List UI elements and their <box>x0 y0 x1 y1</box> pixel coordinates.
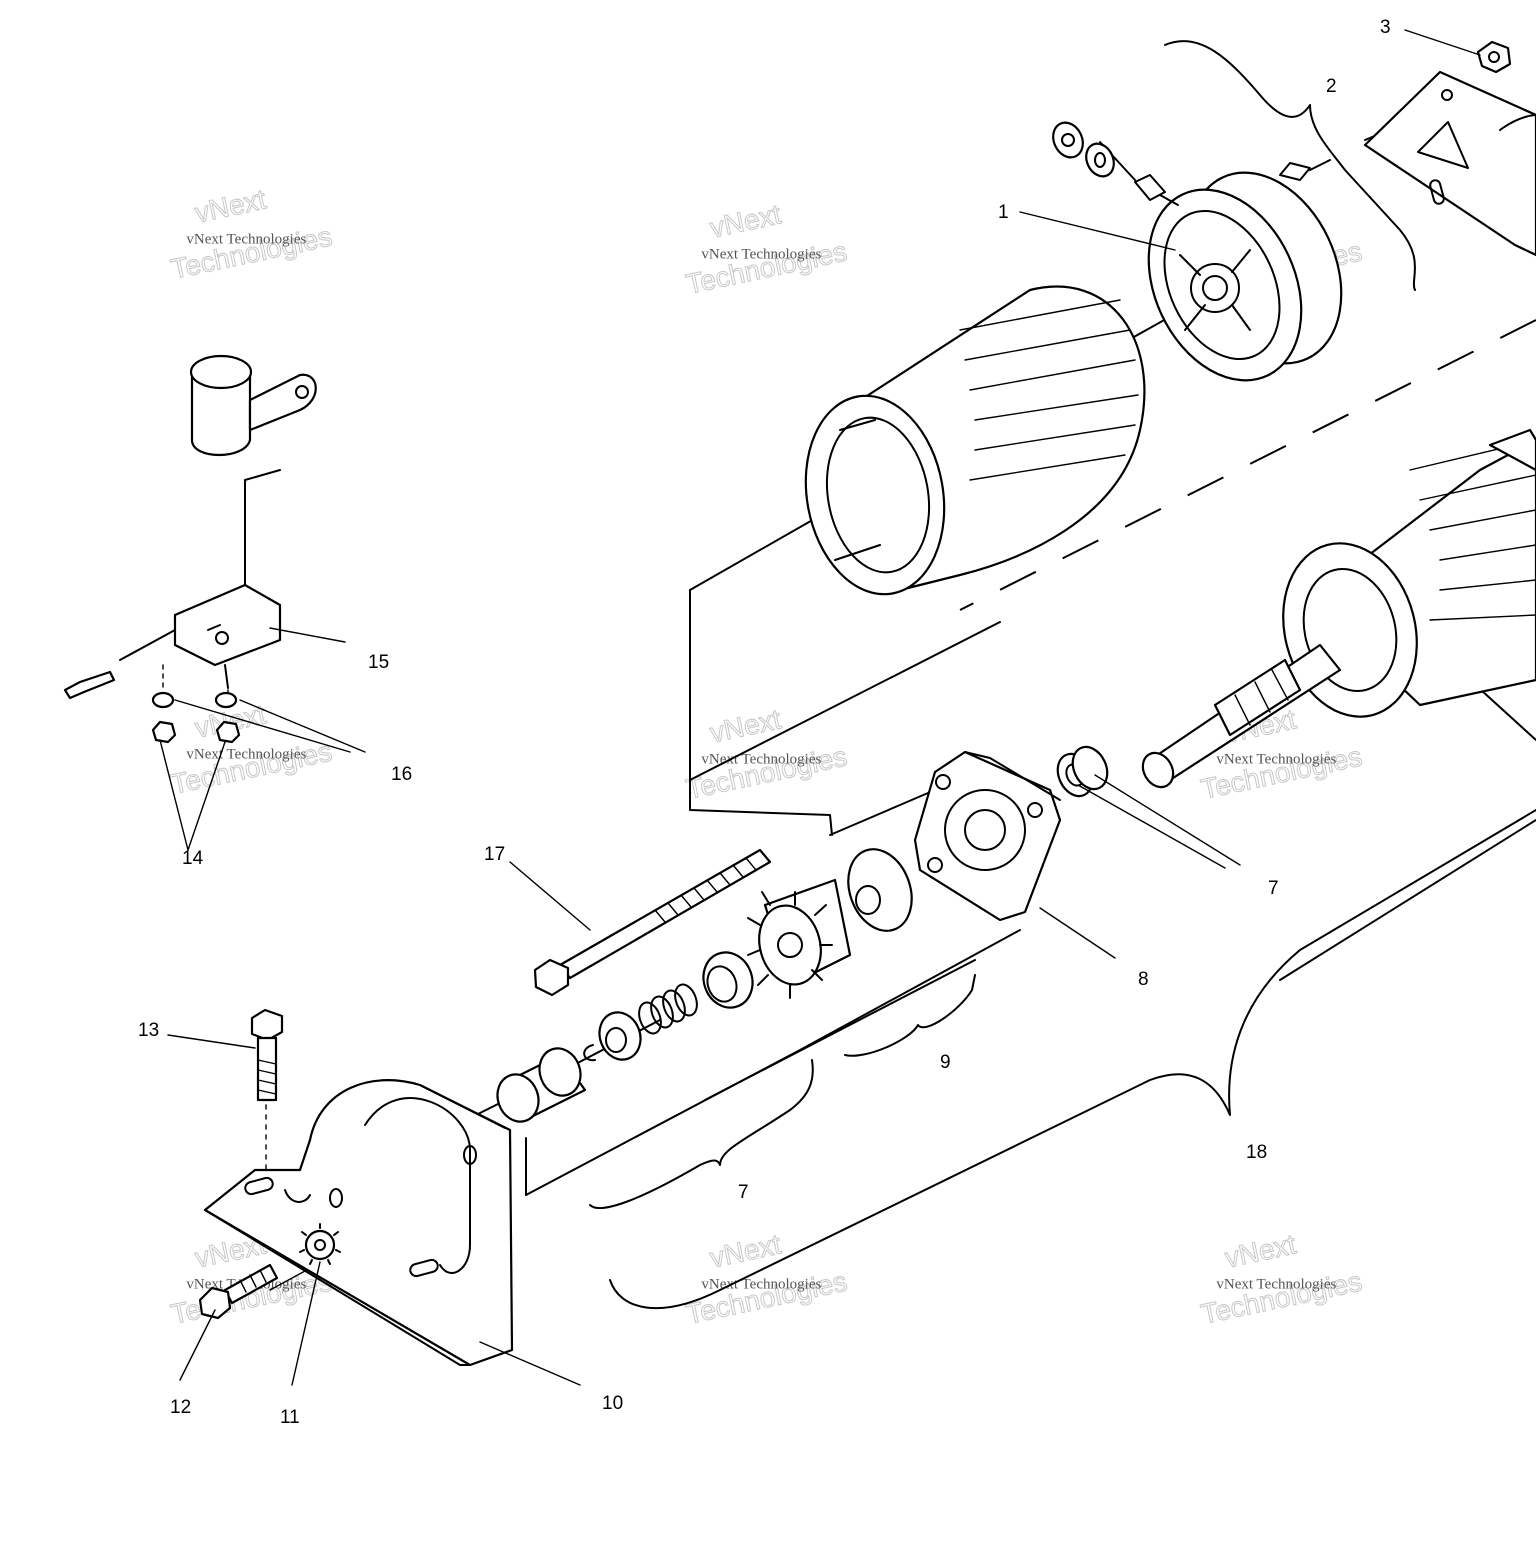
bracket-bolt-lower <box>198 1263 279 1320</box>
callout-14: 14 <box>182 848 204 869</box>
grouping-braces <box>589 40 1536 1310</box>
svg-text:vNext: vNext <box>192 183 269 228</box>
svg-text:vNext Technologies: vNext Technologies <box>1216 752 1336 768</box>
svg-text:vNext Technologies: vNext Technologies <box>186 747 306 763</box>
leader-lines <box>159 29 1481 1386</box>
callout-7-left: 7 <box>738 1182 749 1203</box>
pinion-gear-assembly <box>638 848 913 1035</box>
svg-text:vNext Technologies: vNext Technologies <box>701 752 821 768</box>
callout-16: 16 <box>391 764 412 785</box>
callout-13: 13 <box>138 1020 159 1041</box>
callout-11: 11 <box>280 1407 300 1428</box>
callout-8: 8 <box>1138 969 1149 990</box>
mounting-bracket <box>203 1079 514 1367</box>
callout-3: 3 <box>1380 17 1391 38</box>
svg-text:Technologies: Technologies <box>1198 741 1364 805</box>
svg-text:Technologies: Technologies <box>683 741 849 805</box>
svg-text:vNext: vNext <box>1222 1228 1299 1273</box>
watermark: Technologies vNext vNext Technologies <box>683 1228 850 1330</box>
callout-9: 9 <box>940 1052 951 1073</box>
callout-18: 18 <box>1246 1142 1267 1163</box>
hex-nut-icon <box>1476 40 1512 74</box>
armature <box>1141 428 1536 789</box>
callout-7-right: 7 <box>1268 878 1279 899</box>
svg-text:Technologies: Technologies <box>683 236 849 300</box>
callout-10: 10 <box>602 1393 623 1414</box>
svg-text:vNext: vNext <box>707 198 784 243</box>
svg-text:Technologies: Technologies <box>1198 1266 1364 1330</box>
callout-15: 15 <box>368 652 389 673</box>
through-bolt <box>533 848 772 997</box>
end-cap-brush-holder <box>1052 121 1343 382</box>
motor-housing-yoke <box>804 285 1146 596</box>
washer-icon <box>1085 142 1115 178</box>
star-lock-washer-icon <box>299 1223 341 1265</box>
svg-text:Technologies: Technologies <box>168 221 334 285</box>
drive-end-plate <box>913 750 1062 922</box>
solenoid-assembly <box>63 354 317 744</box>
callout-17: 17 <box>484 844 505 865</box>
nut-icon <box>1052 121 1084 159</box>
watermark: Technologies vNext vNext Technologies <box>683 703 850 805</box>
watermark: Technologies vNext vNext Technologies <box>1198 1228 1365 1330</box>
watermark: Technologies vNext vNext Technologies <box>683 198 850 300</box>
bracket-bolt-upper <box>250 1008 284 1176</box>
mounting-plate <box>1363 70 1536 257</box>
watermark: Technologies vNext vNext Technologies <box>168 698 335 800</box>
thrust-washers-icon <box>1056 745 1109 798</box>
svg-text:vNext Technologies: vNext Technologies <box>701 247 821 263</box>
svg-text:vNext Technologies: vNext Technologies <box>186 232 306 248</box>
drive-collar-group <box>496 1011 642 1123</box>
callout-12: 12 <box>170 1397 191 1418</box>
svg-text:vNext: vNext <box>707 703 784 748</box>
svg-text:Technologies: Technologies <box>168 736 334 800</box>
watermark: Technologies vNext vNext Technologies <box>168 183 335 285</box>
spring-icon <box>638 983 698 1035</box>
callout-2: 2 <box>1326 76 1337 97</box>
svg-text:Technologies: Technologies <box>683 1266 849 1330</box>
svg-text:vNext: vNext <box>707 1228 784 1273</box>
svg-text:vNext Technologies: vNext Technologies <box>701 1277 821 1293</box>
callout-labels: 1 2 3 15 16 14 17 7 8 9 13 18 7 10 12 11 <box>138 17 1391 1428</box>
callout-1: 1 <box>998 202 1009 223</box>
svg-text:vNext Technologies: vNext Technologies <box>1216 1277 1336 1293</box>
